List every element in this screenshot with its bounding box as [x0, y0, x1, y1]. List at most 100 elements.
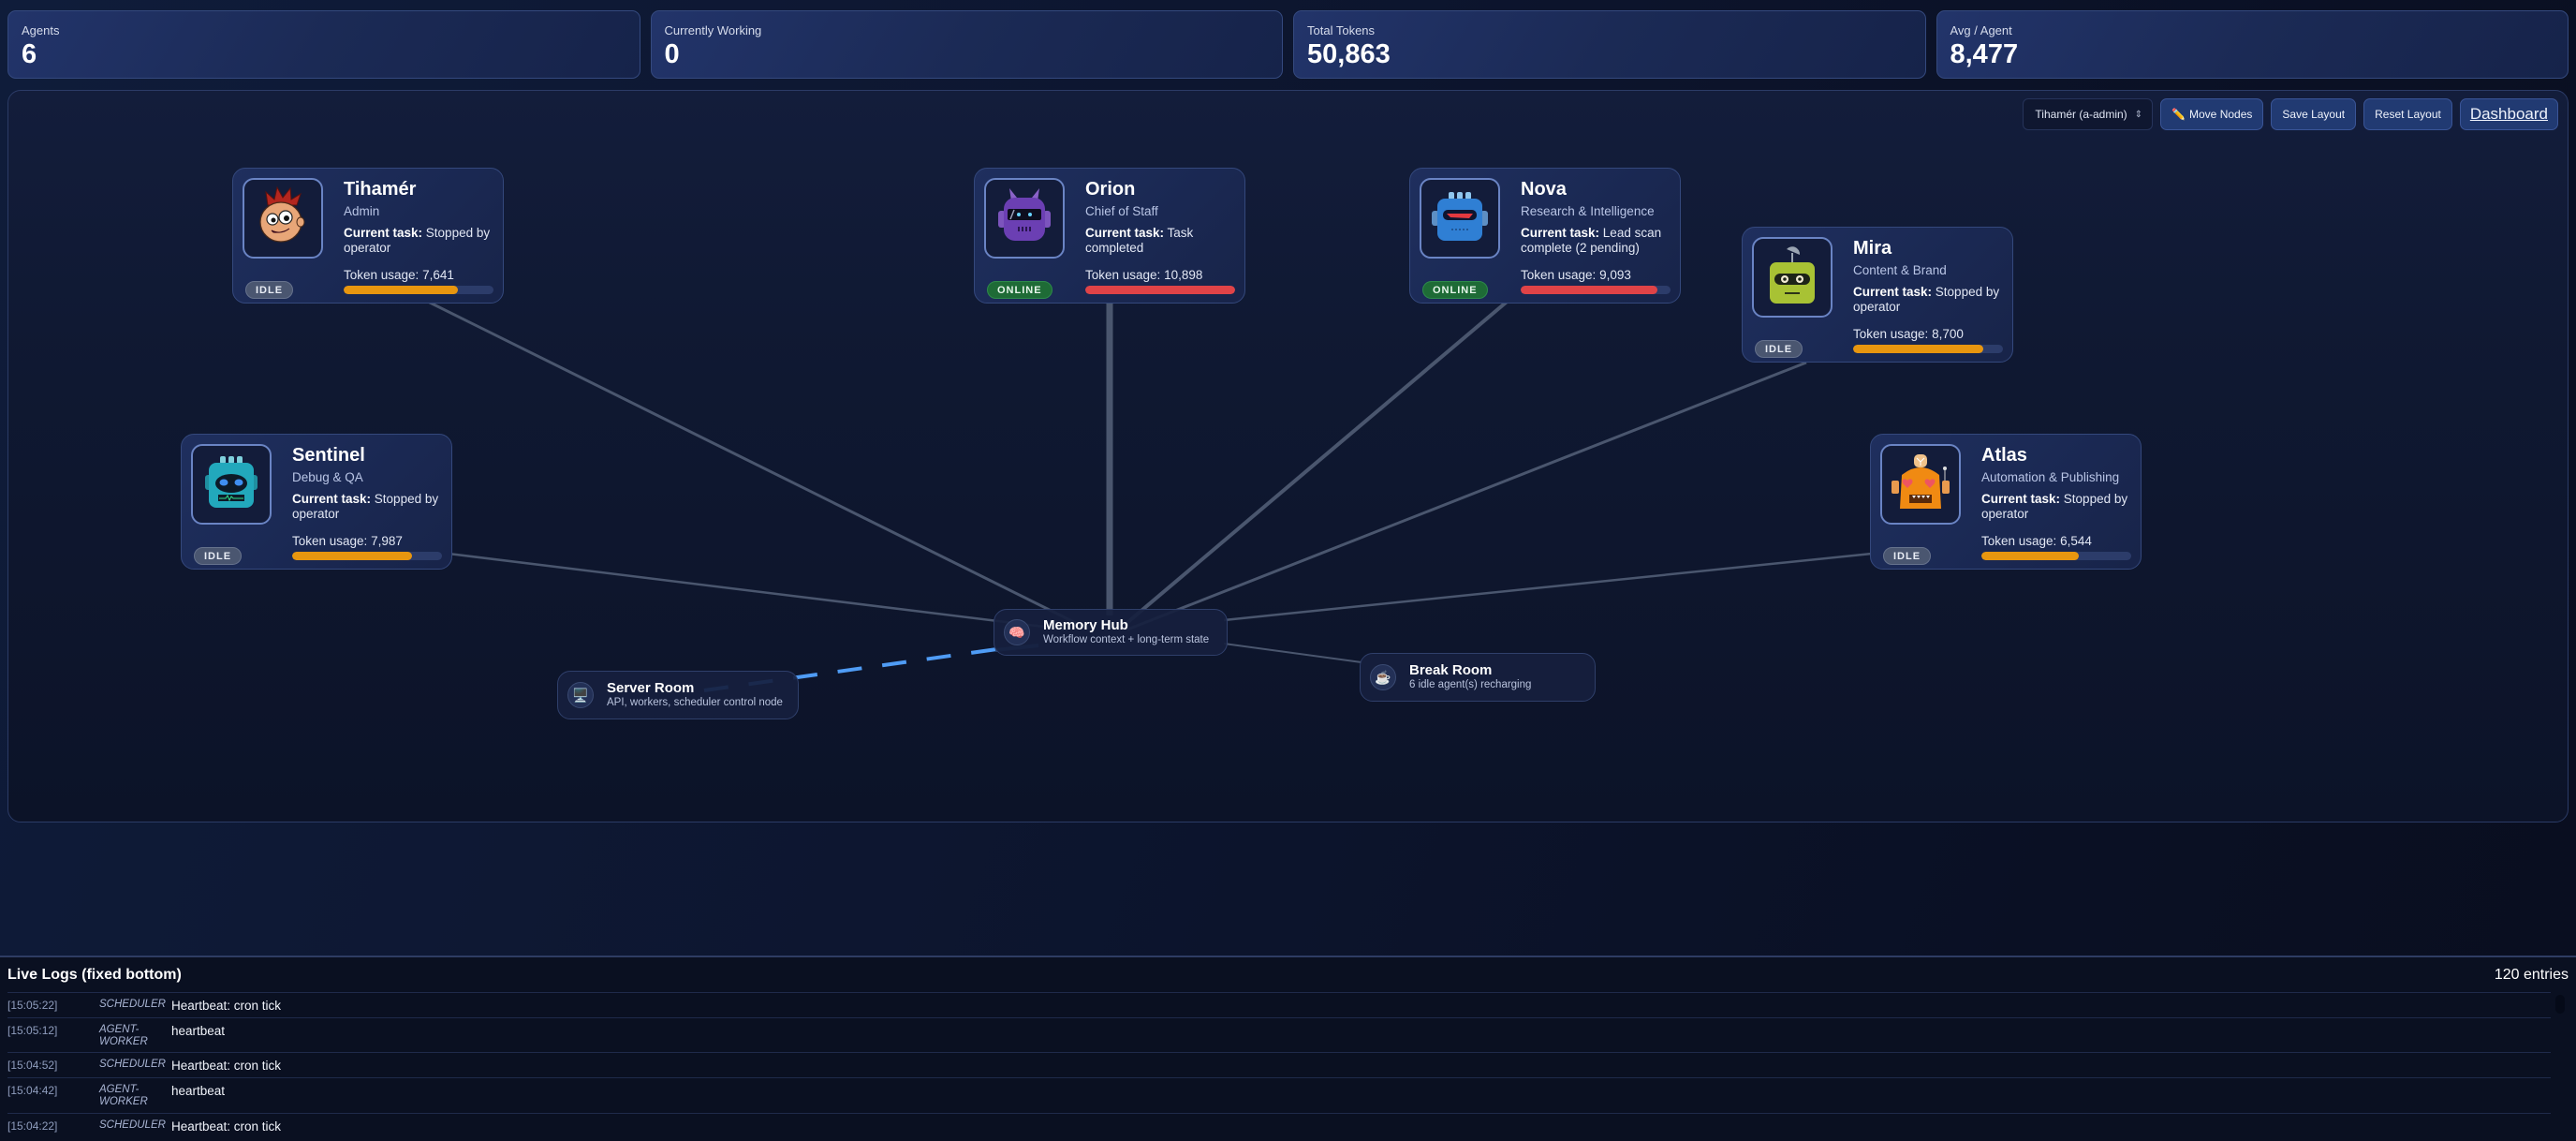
token-usage: Token usage: 8,700 — [1853, 327, 1964, 341]
log-row: [15:04:22] SCHEDULER Heartbeat: cron tic… — [7, 1112, 2551, 1138]
stat-total-tokens: Total Tokens 50,863 — [1293, 10, 1926, 79]
select-caret-icon: ⇕ — [2134, 109, 2143, 120]
stat-value: 8,477 — [1950, 39, 2019, 69]
token-usage-bar — [292, 552, 442, 560]
log-time: [15:04:42] — [7, 1084, 58, 1098]
stat-value: 50,863 — [1307, 39, 1391, 69]
token-usage: Token usage: 10,898 — [1085, 268, 1203, 282]
agent-role: Content & Brand — [1853, 263, 1947, 277]
agent-task: Current task: Stopped by operator — [1981, 492, 2128, 521]
stat-label: Currently Working — [664, 23, 762, 37]
agent-card-atlas[interactable]: Atlas Automation & Publishing Current ta… — [1870, 434, 2142, 570]
link-nova — [1123, 296, 1513, 627]
agent-card-sentinel[interactable]: Sentinel Debug & QA Current task: Stoppe… — [181, 434, 452, 570]
hub-title: Memory Hub — [1043, 617, 1128, 634]
stat-agents: Agents 6 — [7, 10, 640, 79]
log-source: SCHEDULER — [99, 1059, 166, 1071]
log-row: [15:05:22] SCHEDULER Heartbeat: cron tic… — [7, 992, 2551, 1017]
log-source: SCHEDULER — [99, 999, 166, 1010]
log-row: [15:04:52] SCHEDULER Heartbeat: cron tic… — [7, 1052, 2551, 1077]
link-sentinel — [448, 552, 1067, 631]
agent-name: Nova — [1521, 179, 1567, 200]
hub-subtitle: API, workers, scheduler control node — [607, 696, 783, 708]
user-select[interactable]: Tihamér (a-admin) ⇕ — [2023, 98, 2154, 130]
agent-name: Atlas — [1981, 445, 2027, 466]
break-room-node[interactable]: ☕ Break Room 6 idle agent(s) recharging — [1360, 653, 1596, 702]
coffee-cup-icon: ☕ — [1370, 664, 1396, 690]
hub-subtitle: Workflow context + long-term state — [1043, 633, 1210, 645]
log-message: heartbeat — [171, 1084, 226, 1099]
purple-robot-avatar-icon — [984, 178, 1065, 259]
stat-value: 6 — [22, 39, 37, 69]
log-source: AGENT-WORKER — [99, 1024, 148, 1047]
move-nodes-button[interactable]: ✏️ Move Nodes — [2160, 98, 2264, 130]
log-time: [15:04:52] — [7, 1059, 58, 1073]
log-message: Heartbeat: cron tick — [171, 999, 282, 1013]
token-usage-bar — [344, 286, 493, 294]
link-break-room — [1223, 643, 1362, 663]
teal-robot-avatar-icon — [191, 444, 272, 525]
save-layout-button[interactable]: Save Layout — [2271, 98, 2357, 130]
status-badge: IDLE — [194, 547, 243, 565]
canvas-toolbar: Tihamér (a-admin) ⇕ ✏️ Move Nodes Save L… — [2023, 98, 2558, 130]
agent-task: Current task: Lead scan complete (2 pend… — [1521, 226, 1662, 255]
dashboard-link[interactable]: Dashboard — [2459, 98, 2558, 130]
token-usage: Token usage: 9,093 — [1521, 268, 1631, 282]
log-time: [15:05:22] — [7, 999, 58, 1012]
agent-network-canvas[interactable]: Tihamér (a-admin) ⇕ ✏️ Move Nodes Save L… — [7, 90, 2569, 822]
token-usage-bar — [1085, 286, 1235, 294]
token-usage: Token usage: 6,544 — [1981, 534, 2092, 548]
log-list[interactable]: [15:05:22] SCHEDULER Heartbeat: cron tic… — [7, 992, 2551, 1138]
hub-subtitle: 6 idle agent(s) recharging — [1409, 678, 1532, 690]
stat-label: Agents — [22, 23, 60, 37]
token-usage: Token usage: 7,987 — [292, 534, 403, 548]
pencil-icon: ✏️ — [2171, 108, 2186, 121]
agent-card-orion[interactable]: Orion Chief of Staff Current task: Task … — [974, 168, 1245, 304]
token-usage-bar — [1853, 345, 2003, 353]
token-usage: Token usage: 7,641 — [344, 268, 454, 282]
status-badge: IDLE — [1883, 547, 1932, 565]
log-row: [15:04:42] AGENT-WORKER heartbeat — [7, 1077, 2551, 1112]
agent-name: Sentinel — [292, 445, 365, 466]
agent-role: Automation & Publishing — [1981, 470, 2120, 484]
memory-hub-node[interactable]: 🧠 Memory Hub Workflow context + long-ter… — [994, 609, 1228, 656]
reset-layout-button[interactable]: Reset Layout — [2363, 98, 2452, 130]
orange-robot-avatar-icon — [1880, 444, 1961, 525]
cartoon-boy-avatar-icon — [243, 178, 323, 259]
stat-avg-per-agent: Avg / Agent 8,477 — [1936, 10, 2569, 79]
live-logs-panel: Live Logs (fixed bottom) 120 entries [15… — [0, 956, 2576, 1141]
link-atlas — [1223, 552, 1873, 622]
agent-role: Research & Intelligence — [1521, 204, 1655, 218]
agent-name: Mira — [1853, 238, 1892, 259]
move-nodes-label: Move Nodes — [2189, 108, 2253, 121]
log-message: Heartbeat: cron tick — [171, 1119, 282, 1134]
agent-card-mira[interactable]: Mira Content & Brand Current task: Stopp… — [1742, 227, 2013, 363]
brain-icon: 🧠 — [1004, 619, 1030, 645]
computer-icon: 🖥️ — [567, 682, 594, 708]
log-message: Heartbeat: cron tick — [171, 1059, 282, 1074]
logs-scrollbar[interactable] — [2555, 995, 2565, 1014]
server-room-node[interactable]: 🖥️ Server Room API, workers, scheduler c… — [557, 671, 799, 719]
agent-role: Debug & QA — [292, 470, 363, 484]
token-usage-bar — [1521, 286, 1671, 294]
agent-role: Chief of Staff — [1085, 204, 1158, 218]
log-source: SCHEDULER — [99, 1119, 166, 1131]
agent-task: Current task: Stopped by operator — [1853, 285, 2000, 314]
log-message: heartbeat — [171, 1024, 226, 1038]
status-badge: ONLINE — [1422, 281, 1488, 299]
agent-card-nova[interactable]: Nova Research & Intelligence Current tas… — [1409, 168, 1681, 304]
stats-bar: Agents 6 Currently Working 0 Total Token… — [7, 10, 2569, 79]
stat-currently-working: Currently Working 0 — [650, 10, 1283, 79]
agent-name: Tihamér — [344, 179, 417, 200]
green-robot-avatar-icon — [1752, 237, 1833, 318]
link-mira — [1126, 361, 1807, 631]
agent-task: Current task: Stopped by operator — [344, 226, 491, 255]
token-usage-bar — [1981, 552, 2131, 560]
status-badge: ONLINE — [987, 281, 1052, 299]
agent-name: Orion — [1085, 179, 1136, 200]
agent-card-tihamer[interactable]: Tihamér Admin Current task: Stopped by o… — [232, 168, 504, 304]
log-time: [15:05:12] — [7, 1024, 58, 1037]
logs-entry-count: 120 entries — [2494, 967, 2569, 983]
stat-label: Total Tokens — [1307, 23, 1376, 37]
agent-role: Admin — [344, 204, 380, 218]
